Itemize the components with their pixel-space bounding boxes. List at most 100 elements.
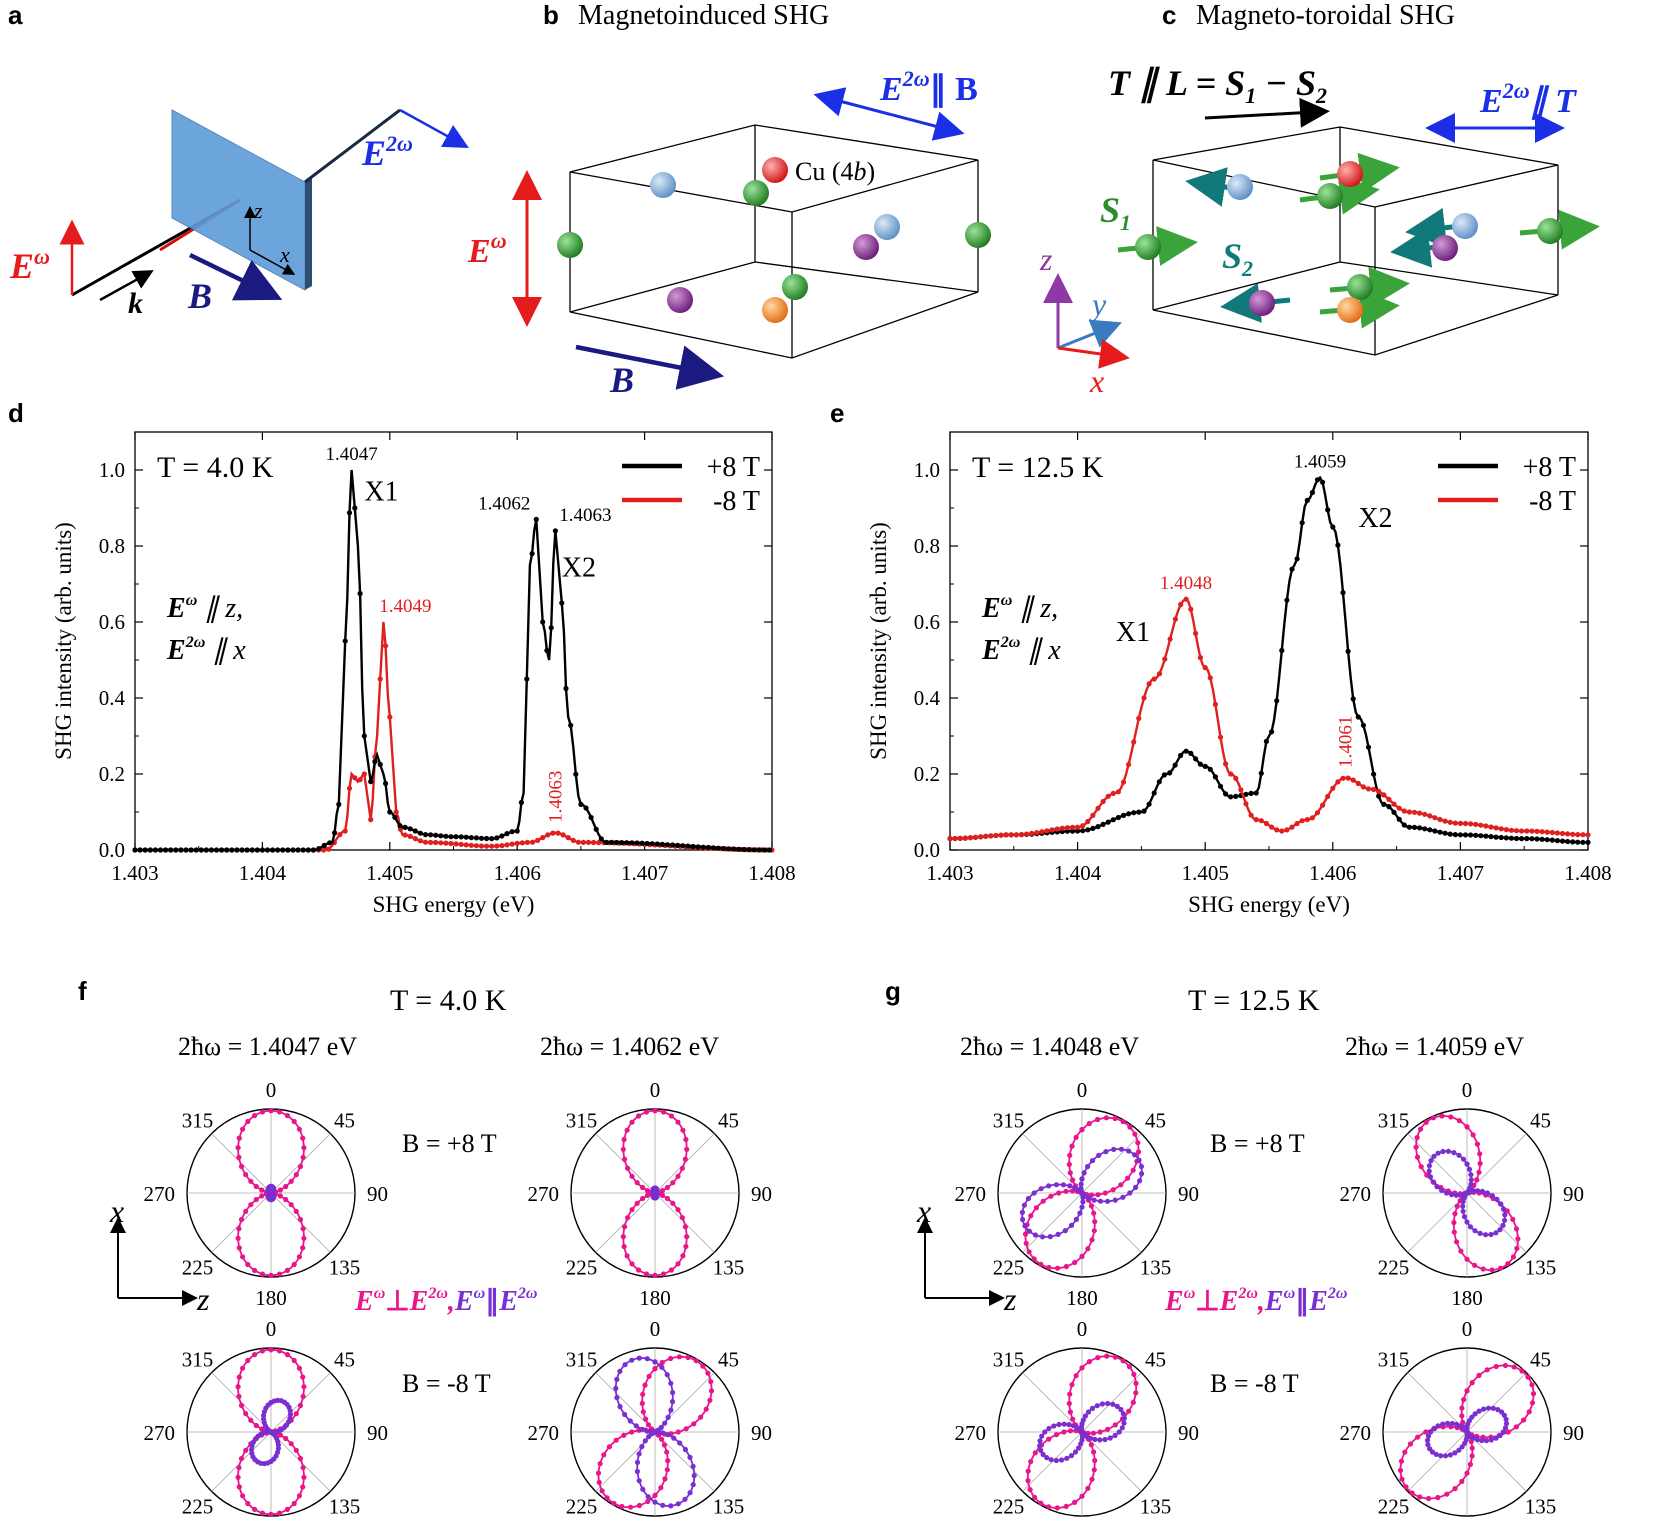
- data-point: [1100, 821, 1106, 828]
- polar-point-par: [1467, 1224, 1474, 1230]
- polar-point-perp: [643, 1416, 649, 1422]
- b-e2w-label: E2ω∥ B: [879, 66, 978, 108]
- polar-point-par: [1042, 1429, 1048, 1435]
- polar-point-par: [1097, 1198, 1104, 1204]
- polar-point-perp: [1023, 1240, 1029, 1246]
- polar-plots: 0459013518022527031504590135180225270315…: [144, 1078, 1585, 1519]
- polar-point-par: [1488, 1231, 1494, 1238]
- polar-point-par: [1078, 1441, 1084, 1447]
- data-point: [1314, 810, 1321, 816]
- polar-point-perp: [682, 1224, 689, 1230]
- c-y-axis: [1057, 319, 1122, 350]
- polar-point-perp: [235, 1145, 241, 1151]
- data-point: [1105, 819, 1111, 825]
- polar-point-perp: [1025, 1468, 1031, 1474]
- polar-grid-line: [1466, 1372, 1527, 1433]
- polar-point-par: [1433, 1451, 1439, 1457]
- polar-point-par: [1497, 1432, 1503, 1439]
- polar-point-perp: [1423, 1119, 1429, 1125]
- polar-point-perp: [291, 1118, 297, 1125]
- polar-point-perp: [668, 1113, 675, 1119]
- data-point: [1136, 715, 1142, 722]
- polar-point-perp: [1456, 1118, 1462, 1124]
- polar-point-par: [668, 1503, 674, 1509]
- polar-point-par: [1468, 1172, 1474, 1178]
- polar-point-perp: [675, 1429, 681, 1435]
- polar-point-perp: [1130, 1167, 1136, 1173]
- cu-label: Cu (4b): [795, 157, 875, 186]
- data-point: [690, 843, 696, 850]
- data-point: [336, 801, 342, 808]
- polar-point-perp: [625, 1165, 631, 1171]
- polar-point-perp: [1070, 1177, 1076, 1183]
- polar-point-perp: [1399, 1476, 1405, 1482]
- panel-letter-a: a: [8, 0, 23, 30]
- polar-point-perp: [640, 1195, 646, 1202]
- polar-point-perp: [639, 1400, 645, 1406]
- data-point: [1335, 542, 1341, 548]
- polar-point-perp: [252, 1113, 258, 1119]
- polar-point-perp: [277, 1187, 283, 1193]
- atom-green: [782, 274, 808, 300]
- data-point: [1299, 818, 1305, 824]
- g-b-plus: B = +8 T: [1210, 1129, 1305, 1158]
- data-point: [1018, 831, 1025, 838]
- polar-point-par: [1121, 1420, 1127, 1426]
- polar-point-perp: [252, 1352, 258, 1358]
- polar-point-perp: [296, 1493, 302, 1499]
- polar-point-par: [275, 1442, 281, 1448]
- polar-grid-line: [1407, 1133, 1468, 1194]
- polar-point-perp: [1073, 1134, 1079, 1140]
- sample-edge: [305, 178, 312, 290]
- data-point: [1340, 775, 1346, 781]
- polar-point-perp: [1131, 1371, 1137, 1377]
- data-point: [448, 840, 454, 847]
- data-point: [1411, 809, 1418, 815]
- data-point: [1075, 828, 1081, 834]
- data-point: [998, 832, 1004, 838]
- polar-point-perp: [1514, 1245, 1520, 1251]
- polar-point-perp: [693, 1358, 699, 1364]
- polar-angle-label: 0: [266, 1317, 277, 1341]
- polar-point-perp: [644, 1192, 651, 1198]
- peak-annotation: 1.4063: [545, 771, 566, 823]
- data-point: [1167, 636, 1173, 642]
- polar-point-par: [1479, 1188, 1485, 1194]
- data-point: [448, 834, 454, 840]
- polar-point-perp: [243, 1447, 249, 1453]
- data-point: [1462, 820, 1469, 827]
- polar-point-par: [1066, 1422, 1072, 1428]
- polar-point-perp: [268, 1272, 274, 1278]
- polar-point-perp: [296, 1254, 302, 1260]
- polar-point-par: [1461, 1214, 1468, 1220]
- data-point: [1401, 822, 1407, 828]
- polar-point-par: [1495, 1407, 1501, 1413]
- data-point: [295, 847, 301, 853]
- polar-point-par: [1132, 1152, 1138, 1158]
- data-point: [1544, 837, 1550, 843]
- data-point: [453, 841, 459, 847]
- polar-point-par: [639, 1426, 645, 1432]
- data-point: [357, 590, 363, 597]
- data-point: [993, 832, 999, 839]
- polar-angle-label: 270: [955, 1421, 987, 1445]
- data-point: [1539, 836, 1545, 842]
- polar-point-par: [1037, 1443, 1043, 1449]
- polar-point-perp: [1459, 1478, 1465, 1484]
- polar-point-perp: [1444, 1491, 1450, 1497]
- polar-point-par: [1483, 1232, 1489, 1238]
- polar-point-par: [629, 1357, 635, 1363]
- data-point: [654, 841, 660, 847]
- polar-grid-line: [1022, 1372, 1083, 1433]
- data-point: [1110, 790, 1116, 797]
- peak-label: X2: [562, 552, 596, 583]
- polar-point-perp: [1027, 1487, 1033, 1493]
- polar-point-par: [652, 1359, 658, 1365]
- polar-point-perp: [621, 1136, 627, 1143]
- polar-point-perp: [1102, 1190, 1108, 1196]
- polar-angle-label: 90: [1178, 1421, 1199, 1445]
- data-point: [137, 847, 143, 853]
- polar-point-perp: [288, 1441, 294, 1447]
- y-tick-label: 0.0: [99, 838, 125, 862]
- panel-b-crystal: E2ω∥ B Eω B Cu (4b): [467, 66, 991, 400]
